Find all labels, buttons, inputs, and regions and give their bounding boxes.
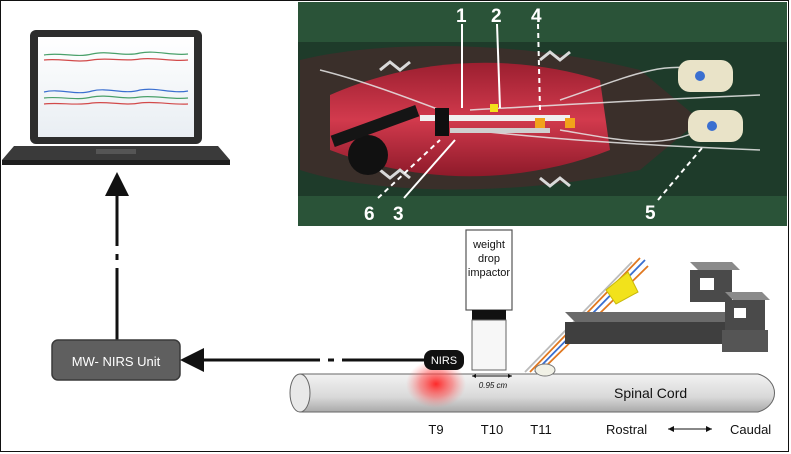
callout-2: 2 [491, 6, 502, 27]
holder-frame [565, 262, 770, 352]
callout-3-line [403, 139, 456, 199]
nirs-unit-label: MW- NIRS Unit [72, 354, 161, 369]
weight-drop-impactor: weight drop impactor [465, 229, 513, 371]
surgical-photo [298, 2, 787, 226]
orientation-indicator: Rostral Caudal [606, 422, 771, 437]
spinal-cord-label: Spinal Cord [614, 385, 687, 401]
rostral-label: Rostral [606, 422, 647, 437]
impactor-label-line-1: weight [472, 239, 505, 251]
caudal-label: Caudal [730, 422, 771, 437]
distance-marker: 0.95 cm [472, 374, 512, 390]
nirs-light-glow [406, 360, 466, 408]
spinal-cord: Spinal Cord [289, 373, 775, 413]
callout-6: 6 [364, 204, 375, 225]
callout-3: 3 [393, 204, 404, 225]
callout-1: 1 [456, 6, 467, 27]
vertebra-labels: T9 T10 T11 [428, 422, 551, 437]
callout-2-line [496, 23, 501, 109]
vertebra-label-t11: T11 [530, 422, 551, 437]
laptop-screen [38, 37, 194, 137]
photo-callouts: 1 2 4 6 3 5 [364, 6, 703, 225]
callout-4: 4 [531, 6, 542, 27]
nirs-probe-label: NIRS [431, 355, 457, 367]
vertebra-label-t10: T10 [481, 422, 503, 437]
nirs-probe: NIRS [424, 350, 464, 370]
distance-label: 0.95 cm [479, 381, 508, 390]
laptop [2, 30, 230, 165]
nirs-unit: MW- NIRS Unit [51, 339, 181, 381]
vertebra-label-t9: T9 [428, 422, 443, 437]
callout-5-line [657, 147, 703, 201]
callout-5: 5 [645, 203, 656, 224]
impactor-label-line-2: drop [478, 253, 500, 265]
impactor-label-line-3: impactor [468, 267, 511, 279]
